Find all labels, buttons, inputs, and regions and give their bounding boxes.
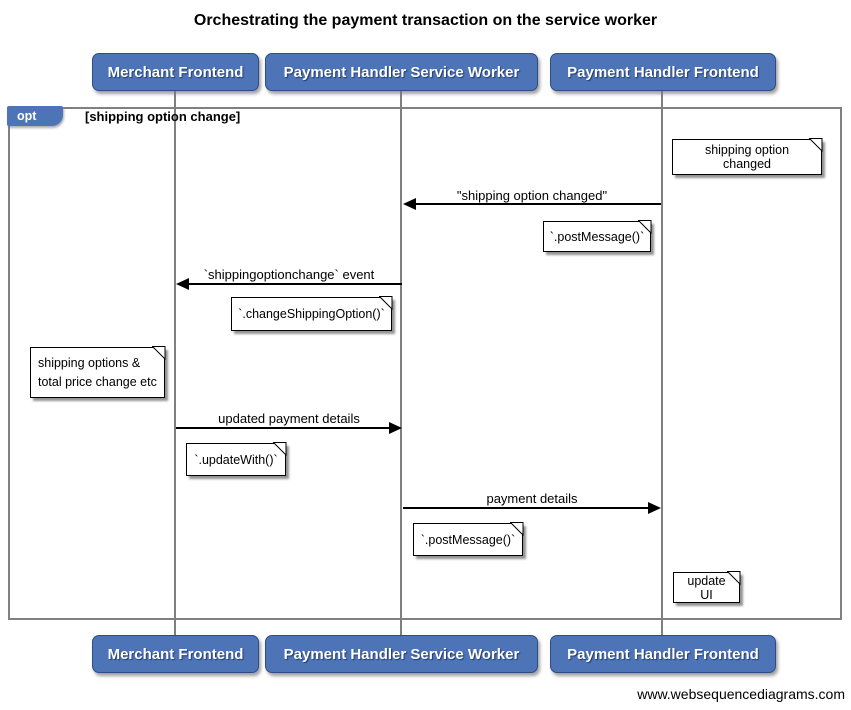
lifeline-payment-handler-frontend <box>661 91 663 636</box>
message-label-updated-payment-details: updated payment details <box>218 411 360 426</box>
note-fold-icon <box>638 220 652 234</box>
arrowhead-right-icon <box>389 422 402 434</box>
opt-fragment-operator: opt <box>7 106 63 126</box>
lifeline-merchant-frontend <box>174 91 176 636</box>
actor-top-merchant-frontend: Merchant Frontend <box>92 53 259 91</box>
message-line <box>408 203 661 205</box>
diagram-title: Orchestrating the payment transaction on… <box>193 12 658 29</box>
arrowhead-left-icon <box>403 198 416 210</box>
note-text: update UI <box>687 573 726 602</box>
actor-label: Payment Handler Service Worker <box>283 63 520 81</box>
actor-bottom-payment-handler-frontend: Payment Handler Frontend <box>550 635 776 673</box>
note-fold-icon <box>152 346 166 360</box>
note-updatewith: `.updateWith()` <box>186 442 287 476</box>
message-label-shipping-option-changed: "shipping option changed" <box>456 188 608 203</box>
watermark-url: www.websequencediagrams.com <box>637 686 845 702</box>
note-fold-icon <box>273 442 287 456</box>
actor-label: Merchant Frontend <box>107 645 244 663</box>
note-fold-icon <box>379 296 393 310</box>
actor-label: Payment Handler Frontend <box>567 63 759 81</box>
note-text: `.postMessage()` <box>420 532 516 547</box>
message-label-payment-details: payment details <box>486 491 578 506</box>
arrowhead-right-icon <box>648 502 661 514</box>
actor-top-payment-handler-service-worker: Payment Handler Service Worker <box>265 53 538 91</box>
note-fold-icon <box>727 571 741 585</box>
actor-label: Payment Handler Service Worker <box>283 645 520 663</box>
note-text: shipping option changed <box>704 143 790 171</box>
message-line <box>403 507 649 509</box>
note-text: `.changeShippingOption()` <box>238 307 385 321</box>
opt-fragment-guard: [shipping option change] <box>85 109 241 124</box>
note-changeshippingoption: `.changeShippingOption()` <box>231 296 393 331</box>
note-text: `.postMessage()` <box>549 229 645 244</box>
arrowhead-left-icon <box>176 278 189 290</box>
note-shipping-options-total-price: shipping options & total price change et… <box>30 346 166 398</box>
actor-label: Merchant Frontend <box>107 63 244 81</box>
message-line <box>176 427 392 429</box>
actor-top-payment-handler-frontend: Payment Handler Frontend <box>550 53 776 91</box>
note-postmessage-2: `.postMessage()` <box>413 522 524 556</box>
actor-bottom-merchant-frontend: Merchant Frontend <box>92 635 259 673</box>
message-label-shippingoptionchange-event: `shippingoptionchange` event <box>203 267 375 282</box>
lifeline-payment-handler-service-worker <box>400 91 402 636</box>
note-text: `.updateWith()` <box>194 452 278 467</box>
note-fold-icon <box>510 522 524 536</box>
actor-bottom-payment-handler-service-worker: Payment Handler Service Worker <box>265 635 538 673</box>
note-text: shipping options & total price change et… <box>38 355 157 389</box>
note-postmessage-1: `.postMessage()` <box>543 220 652 252</box>
message-line <box>181 283 402 285</box>
note-shipping-option-changed: shipping option changed <box>672 138 823 175</box>
actor-label: Payment Handler Frontend <box>567 645 759 663</box>
note-update-ui: update UI <box>673 571 741 603</box>
note-fold-icon <box>809 138 823 152</box>
opt-fragment-frame <box>8 107 842 620</box>
